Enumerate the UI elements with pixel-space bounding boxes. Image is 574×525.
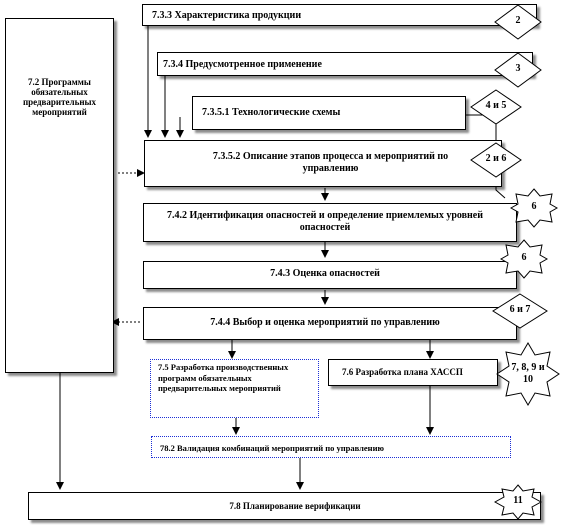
- label-7-5: 7.5 Разработка производственных программ…: [158, 362, 289, 393]
- label-7-6: 7.6 Разработка плана ХАССП: [342, 367, 463, 377]
- node-78-2-validation: [151, 436, 511, 458]
- node-7-2-prerequisite-programs: [5, 18, 114, 373]
- badge-7-3-5-1: 4 и 5: [470, 89, 522, 129]
- node-7-5-operational-prerequisite-programs: [150, 359, 319, 418]
- label-7-4-4: 7.4.4 Выбор и оценка мероприятий по упра…: [210, 317, 440, 328]
- node-7-4-4-control-measures: [143, 307, 517, 340]
- label-7-3-4: 7.3.4 Предусмотренное применение: [163, 59, 322, 70]
- badge-7-3-3: 2: [494, 4, 542, 44]
- node-7-4-3-hazard-assessment: [143, 261, 517, 289]
- node-7-3-3-product-characteristics: [142, 4, 537, 26]
- badge-7-8: 11: [494, 484, 542, 524]
- label-7-4-2: 7.4.2 Идентификация опасностей и определ…: [166, 210, 484, 233]
- badge-7-4-2: 6: [510, 188, 558, 228]
- badge-7-4-4: 6 и 7: [492, 293, 548, 333]
- label-78-2: 78.2 Валидация комбинаций мероприятий по…: [160, 443, 384, 453]
- label-7-3-5-2: 7.3.5.2 Описание этапов процесса и мероп…: [212, 151, 449, 174]
- node-7-3-5-1-flow-diagrams: [192, 96, 466, 130]
- node-7-4-2-hazard-identification: [143, 203, 517, 242]
- badge-7-4-3: 6: [500, 239, 548, 279]
- label-7-8: 7.8 Планирование верификации: [229, 501, 361, 511]
- badge-7-3-5-2: 2 и 6: [470, 142, 522, 182]
- label-7-4-3: 7.4.3 Оценка опасностей: [270, 268, 380, 279]
- label-7-3-3: 7.3.3 Характеристика продукции: [152, 10, 302, 21]
- badge-7-6: 7, 8, 9 и 10: [496, 342, 560, 406]
- label-7-2: 7.2 Программы обязательных предварительн…: [22, 77, 97, 117]
- node-7-3-5-2-process-steps: [144, 140, 502, 187]
- label-7-3-5-1: 7.3.5.1 Технологические схемы: [202, 107, 341, 118]
- badge-7-3-4: 3: [494, 52, 542, 92]
- node-7-3-4-intended-use: [157, 52, 533, 76]
- node-7-8-verification-planning: [28, 492, 541, 520]
- node-7-6-haccp-plan: [328, 359, 498, 386]
